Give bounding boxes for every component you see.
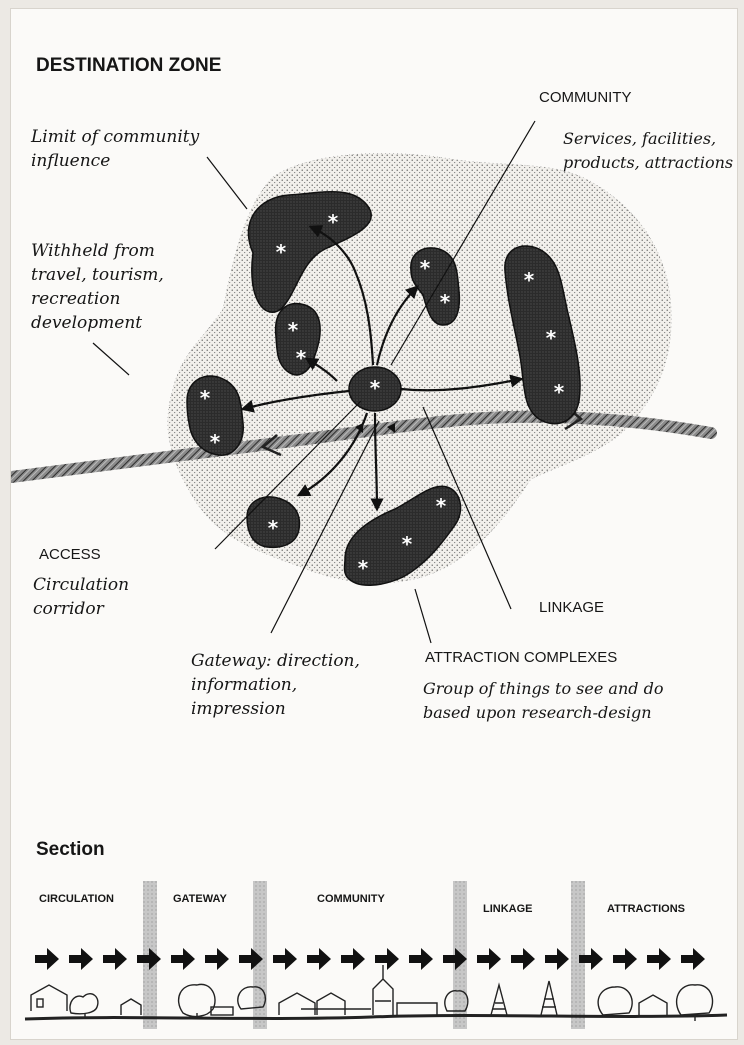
stage-label-gateway: GATEWAY <box>173 893 227 905</box>
community-note-line: products, attractions <box>563 151 733 175</box>
withheld-note-line: travel, tourism, <box>31 263 164 287</box>
flow-arrows <box>35 948 705 970</box>
svg-text:*: * <box>554 380 565 404</box>
svg-text:*: * <box>296 346 307 370</box>
svg-text:*: * <box>358 556 369 580</box>
access-note: Circulation corridor <box>33 573 129 621</box>
community-note: Services, facilities, products, attracti… <box>563 127 733 175</box>
diagram-title: DESTINATION ZONE <box>36 55 221 77</box>
attractions-note: Group of things to see and do based upon… <box>423 677 663 725</box>
svg-text:*: * <box>210 430 221 454</box>
svg-text:*: * <box>288 318 299 342</box>
svg-text:*: * <box>402 532 413 556</box>
svg-text:*: * <box>420 256 431 280</box>
gateway-note: Gateway: direction, information, impress… <box>191 649 360 721</box>
svg-text:*: * <box>436 494 447 518</box>
withheld-note-line: recreation <box>31 287 164 311</box>
linkage-label: LINKAGE <box>539 599 604 616</box>
stage-label-attractions: ATTRACTIONS <box>607 903 685 915</box>
svg-text:*: * <box>524 268 535 292</box>
limit-note-line: influence <box>31 149 199 173</box>
svg-text:*: * <box>200 386 211 410</box>
svg-text:*: * <box>328 210 339 234</box>
svg-text:*: * <box>440 290 451 314</box>
svg-text:*: * <box>546 326 557 350</box>
landscape-sketch <box>25 965 727 1021</box>
access-note-line: corridor <box>33 597 129 621</box>
gateway-note-line: impression <box>191 697 360 721</box>
gateway-note-line: information, <box>191 673 360 697</box>
community-note-line: Services, facilities, <box>563 127 733 151</box>
attractions-label: ATTRACTION COMPLEXES <box>425 649 617 666</box>
attractions-note-line: based upon research-design <box>423 701 663 725</box>
limit-note: Limit of community influence <box>31 125 199 173</box>
access-note-line: Circulation <box>33 573 129 597</box>
access-label: ACCESS <box>39 546 101 563</box>
svg-text:*: * <box>268 516 279 540</box>
stage-label-circulation: CIRCULATION <box>39 893 114 905</box>
attractions-note-line: Group of things to see and do <box>423 677 663 701</box>
withheld-note-line: Withheld from <box>31 239 164 263</box>
diagram-page: * * * * * * * * * * * * * * * * <box>10 8 738 1040</box>
limit-note-line: Limit of community <box>31 125 199 149</box>
svg-text:*: * <box>276 240 287 264</box>
stage-label-community: COMMUNITY <box>317 893 385 905</box>
gateway-note-line: Gateway: direction, <box>191 649 360 673</box>
withheld-note-line: development <box>31 311 164 335</box>
community-label: COMMUNITY <box>539 89 632 106</box>
svg-text:*: * <box>370 376 381 400</box>
stage-label-linkage: LINKAGE <box>483 903 533 915</box>
section-title: Section <box>36 839 105 861</box>
withheld-note: Withheld from travel, tourism, recreatio… <box>31 239 164 335</box>
